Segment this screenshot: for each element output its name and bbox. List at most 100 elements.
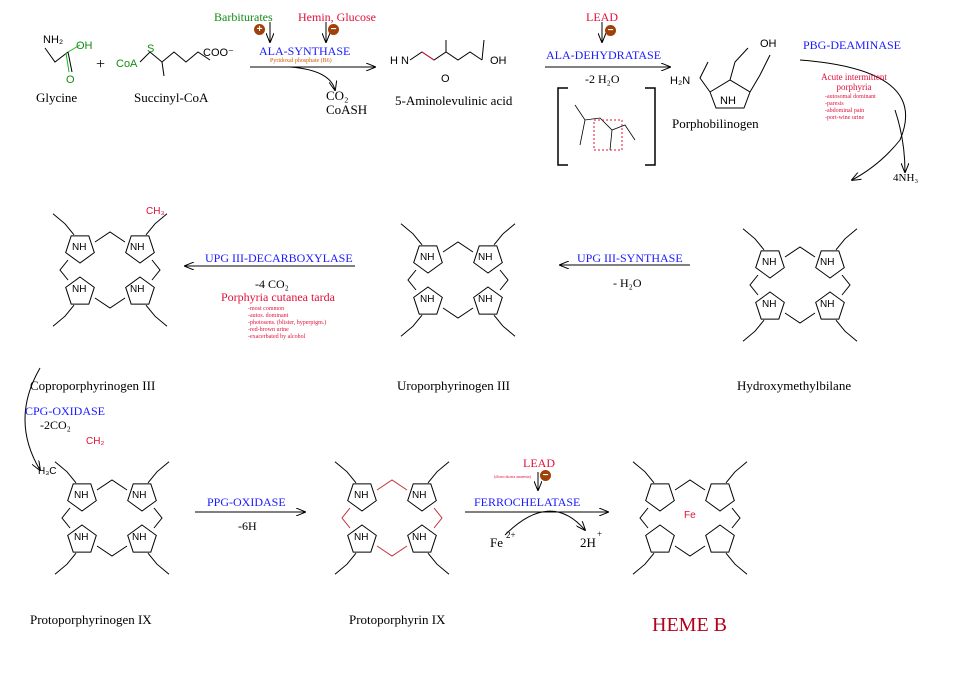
side-chain — [147, 461, 170, 484]
aip-note: -paresis — [825, 101, 844, 107]
atom-nh: NH — [132, 532, 147, 543]
arrow-fe-to-h — [504, 510, 585, 536]
byproduct-nh3: 4NH₃ — [893, 172, 919, 184]
pyrrole-ring — [347, 483, 377, 512]
ala-structure — [409, 39, 485, 61]
compound-copro: Coproporphyrinogen III — [30, 378, 156, 393]
pyrrole-ring — [645, 483, 675, 512]
byproduct-fe: Fe — [490, 535, 503, 550]
hmb-structure — [742, 228, 858, 342]
side-chain — [145, 213, 168, 236]
atom-fe: Fe — [684, 510, 696, 521]
atom-coa: CoA — [116, 58, 138, 70]
atom-oh-pbg: OH — [760, 38, 777, 50]
pyrrole-ring — [407, 524, 437, 553]
regulator-hemin-glucose: Hemin, Glucose — [298, 10, 376, 24]
enzyme-ala-synthase: ALA-SYNTHASE — [259, 44, 351, 58]
atom-nh: NH — [412, 532, 427, 543]
atom-ch3-copro: CH₃ — [146, 206, 165, 217]
aip-note: -port-wine urine — [825, 115, 865, 121]
activator-plus-icon: + — [254, 24, 265, 35]
atom-nh: NH — [820, 299, 835, 310]
uro-structure — [400, 223, 516, 337]
pyrrole-ring — [815, 291, 845, 320]
aip-note: -autosomal dominant — [825, 94, 876, 100]
byproduct-water: - H₂O — [613, 276, 642, 290]
atom-nh: NH — [420, 252, 435, 263]
pyrrole-ring — [127, 483, 157, 512]
side-chain — [427, 552, 450, 575]
pyrrole-ring — [413, 245, 443, 274]
pyrrole-ring — [473, 245, 503, 274]
enzyme-upg-decarboxylase: UPG III-DECARBOXYLASE — [205, 251, 353, 265]
arrow-nh3 — [894, 109, 905, 172]
side-chain — [334, 552, 357, 575]
side-chain — [145, 304, 168, 327]
intermediate-highlight — [593, 119, 623, 151]
atom-nh: NH — [130, 284, 145, 295]
methine-bridges — [749, 246, 851, 324]
compound-protoporphyrin: Protoporphyrin IX — [349, 612, 446, 627]
pyrrole-ring — [407, 483, 437, 512]
inhibitor-minus-icon: − — [605, 25, 616, 36]
side-chain — [147, 552, 170, 575]
side-chain — [835, 228, 858, 251]
compound-protoporphyrinogen: Protoporphyrinogen IX — [30, 612, 152, 627]
compound-ala: 5-Aminolevulinic acid — [395, 93, 513, 108]
enzyme-pbg-deaminase: PBG-DEAMINASE — [803, 38, 902, 52]
atom-ch2-vinyl: CH₂ — [86, 436, 105, 447]
side-chain — [400, 223, 423, 246]
atom-nh: NH — [74, 532, 89, 543]
pyrrole-ring — [705, 483, 735, 512]
atom-o-ala: O — [441, 73, 450, 85]
pyrrole-ring — [347, 524, 377, 553]
pyrrole-ring — [127, 524, 157, 553]
disease-aip-title: Acute intermittent porphyria — [821, 72, 887, 92]
arrow-cpg-oxidase — [24, 367, 40, 470]
compound-uro: Uroporphyrinogen III — [397, 378, 510, 393]
side-chain — [835, 319, 858, 342]
proto-structure — [334, 461, 450, 575]
atom-h2n: H₂N — [670, 75, 691, 87]
compound-heme-b: HEME B — [652, 614, 727, 636]
regulator-lead-2: LEAD — [523, 456, 555, 470]
cofactor-b6: Pyridoxal phosphate (B6) — [270, 58, 332, 64]
byproduct-co2: CO₂ — [326, 88, 349, 103]
pyrrole-ring — [755, 291, 785, 320]
pct-note: -autos. dominant — [248, 313, 289, 319]
arrow-co2-branch — [289, 66, 335, 90]
side-chain — [493, 314, 516, 337]
atom-nh: NH — [412, 490, 427, 501]
glycine-structure — [44, 47, 73, 73]
atom-nh: NH — [762, 299, 777, 310]
intermediate-sketch — [574, 104, 636, 151]
pct-note: -photosens. (blister, hyperpigm.) — [248, 320, 327, 326]
atom-nh: NH — [132, 490, 147, 501]
atom-nh: NH — [74, 490, 89, 501]
pyrrole-ring — [67, 524, 97, 553]
atom-nh: NH — [130, 242, 145, 253]
enzyme-ferrochelatase: FERROCHELATASE — [474, 495, 581, 509]
side-chain — [632, 552, 655, 575]
methine-bridges — [341, 479, 443, 557]
byproduct-co2-4: -4 CO₂ — [255, 277, 289, 291]
copro-structure — [52, 213, 168, 327]
side-chain — [54, 552, 77, 575]
heme-structure — [632, 461, 748, 575]
atom-s: S — [147, 43, 155, 55]
inhibitor-minus-icon: − — [328, 24, 339, 35]
atom-nh2: NH₂ — [43, 34, 64, 46]
disease-pct-notes: -most common -autos. dominant -photosens… — [248, 306, 326, 341]
compound-succinyl-coa: Succinyl-CoA — [134, 90, 209, 105]
atom-h3c-protoporphyrinogen: H₃C — [38, 466, 57, 477]
side-chain — [52, 213, 75, 236]
atom-nh: NH — [420, 294, 435, 305]
protogen-structure — [54, 461, 170, 575]
pyrrole-ring — [125, 235, 155, 264]
glycine-carboxyl — [65, 44, 81, 73]
atom-nh: NH — [478, 252, 493, 263]
byproduct-6h: -6H — [238, 519, 257, 533]
atom-oh: OH — [76, 40, 93, 52]
